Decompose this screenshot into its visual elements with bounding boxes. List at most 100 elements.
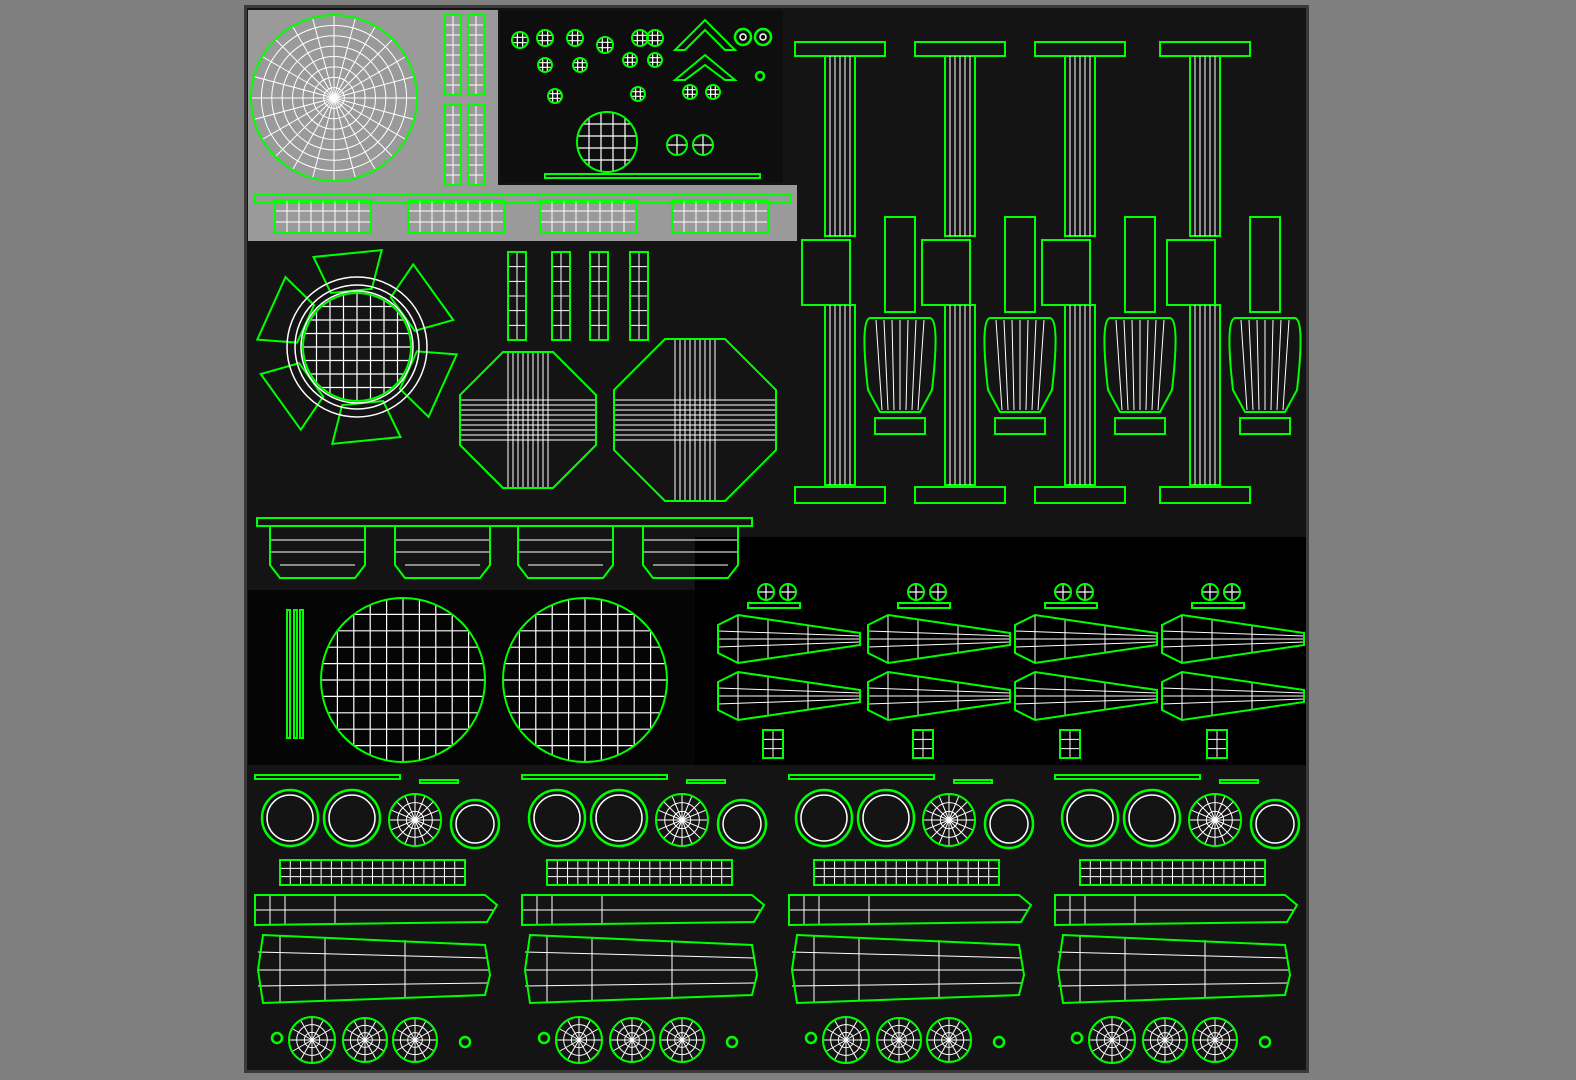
uv-island-small-disc xyxy=(929,583,947,601)
uv-island-tube xyxy=(788,894,1033,927)
uv-island-wheel xyxy=(1188,793,1242,847)
uv-island-thin-strip xyxy=(1044,602,1098,609)
uv-island-tube xyxy=(1054,894,1299,927)
uv-island-grid-bar xyxy=(813,859,1000,886)
uv-island-small-disc xyxy=(779,583,797,601)
uv-island-cone xyxy=(1014,613,1158,665)
uv-island-small-disc xyxy=(566,29,584,47)
uv-island-dot xyxy=(725,1035,739,1049)
uv-island-wheel xyxy=(876,1017,922,1063)
uv-island-wheel xyxy=(555,1016,603,1064)
uv-island-small-disc xyxy=(757,583,775,601)
uv-island-top-disc xyxy=(250,14,418,182)
uv-island-small-disc xyxy=(630,86,646,102)
uv-island-small-disc xyxy=(596,36,614,54)
uv-island-small-disc xyxy=(511,31,529,49)
uv-island-tube xyxy=(521,894,766,927)
uv-island-wheel xyxy=(1142,1017,1188,1063)
uv-island-small-disc xyxy=(547,88,563,104)
uv-island-pillar xyxy=(1034,41,1126,504)
uv-island-wheel xyxy=(1088,1016,1136,1064)
uv-island-dot xyxy=(1070,1031,1084,1045)
uv-island-ring xyxy=(322,788,382,848)
uv-island-cone xyxy=(1161,670,1305,722)
uv-island-pillar xyxy=(794,41,886,504)
uv-island-dot xyxy=(458,1035,472,1049)
uv-island-pod xyxy=(983,216,1057,435)
uv-island-thin-line xyxy=(286,609,291,739)
uv-island-dot xyxy=(270,1031,284,1045)
uv-island-grid-bar xyxy=(1079,859,1266,886)
uv-island-wheel xyxy=(388,793,442,847)
uv-island-small-disc xyxy=(1223,583,1241,601)
uv-island-thin-strip xyxy=(1219,779,1259,784)
uv-island-wheel xyxy=(1192,1017,1238,1063)
uv-island-pod xyxy=(863,216,937,435)
uv-island-big-disc xyxy=(320,597,486,763)
uv-island-ring xyxy=(794,788,854,848)
uv-island-cone xyxy=(1161,613,1305,665)
uv-island-dot xyxy=(804,1031,818,1045)
uv-island-vertical-piece xyxy=(589,251,609,341)
uv-island-pillar xyxy=(1159,41,1251,504)
uv-island-pod xyxy=(1103,216,1177,435)
uv-island-wheel xyxy=(342,1017,388,1063)
uv-island-tub-rail xyxy=(256,517,753,527)
uv-island-tub xyxy=(642,525,739,579)
uv-island-small-disc xyxy=(622,52,638,68)
uv-island-gear-ring xyxy=(255,248,459,446)
uv-island-pod xyxy=(1228,216,1302,435)
uv-island-wheel xyxy=(822,1016,870,1064)
uv-island-wheel xyxy=(926,1017,972,1063)
uv-island-dot xyxy=(992,1035,1006,1049)
uv-island-gear-center xyxy=(302,292,412,402)
uv-island-thin-line xyxy=(293,609,298,739)
uv-island-big-tube xyxy=(256,933,492,1005)
uv-island-thin-strip xyxy=(953,779,993,784)
uv-island-vertical-piece xyxy=(551,251,571,341)
uv-island-ring xyxy=(589,788,649,848)
black-panel xyxy=(695,537,1306,765)
uv-island-tub xyxy=(517,525,614,579)
uv-island-small-block xyxy=(1059,729,1081,759)
uv-island-thin-strip xyxy=(1054,774,1201,780)
uv-island-wheel xyxy=(609,1017,655,1063)
uv-island-thin-strip xyxy=(521,774,668,780)
uv-island-top-rail xyxy=(254,194,791,204)
uv-island-wheel xyxy=(655,793,709,847)
uv-island-dot xyxy=(1258,1035,1272,1049)
uv-island-small-disc xyxy=(666,134,688,156)
uv-island-ring xyxy=(1060,788,1120,848)
uv-island-curved-strip xyxy=(444,14,462,96)
uv-island-vertical-piece xyxy=(629,251,649,341)
uv-island-big-disc xyxy=(502,597,668,763)
uv-island-small-disc xyxy=(537,57,553,73)
uv-island-thin-strip xyxy=(686,779,726,784)
black-panel-2 xyxy=(248,590,695,765)
uv-island-top-block xyxy=(407,199,505,234)
uv-island-top-block xyxy=(539,199,637,234)
uv-island-small-block xyxy=(1206,729,1228,759)
uv-island-ring xyxy=(716,798,768,850)
uv-island-small-disc xyxy=(705,84,721,100)
uv-island-grid-bar xyxy=(279,859,466,886)
uv-island-ring xyxy=(260,788,320,848)
uv-island-cone xyxy=(1014,670,1158,722)
uv-island-tub xyxy=(269,525,366,579)
uv-island-cone xyxy=(717,670,861,722)
uv-island-top-block xyxy=(671,199,769,234)
uv-island-small-disc xyxy=(1054,583,1072,601)
uv-island-ring xyxy=(449,798,501,850)
uv-island-pillar xyxy=(914,41,1006,504)
uv-island-thin-strip xyxy=(897,602,951,609)
uv-island-small-disc xyxy=(572,57,588,73)
uv-island-ring xyxy=(1122,788,1182,848)
uv-island-top-block xyxy=(274,199,372,234)
uv-island-ring xyxy=(983,798,1035,850)
uv-island-thin-strip xyxy=(254,774,401,780)
uv-island-curved-strip xyxy=(444,104,462,186)
uv-island-thin-strip xyxy=(419,779,459,784)
uv-island-thin-strip xyxy=(747,602,801,609)
uv-island-octagon xyxy=(613,338,777,502)
